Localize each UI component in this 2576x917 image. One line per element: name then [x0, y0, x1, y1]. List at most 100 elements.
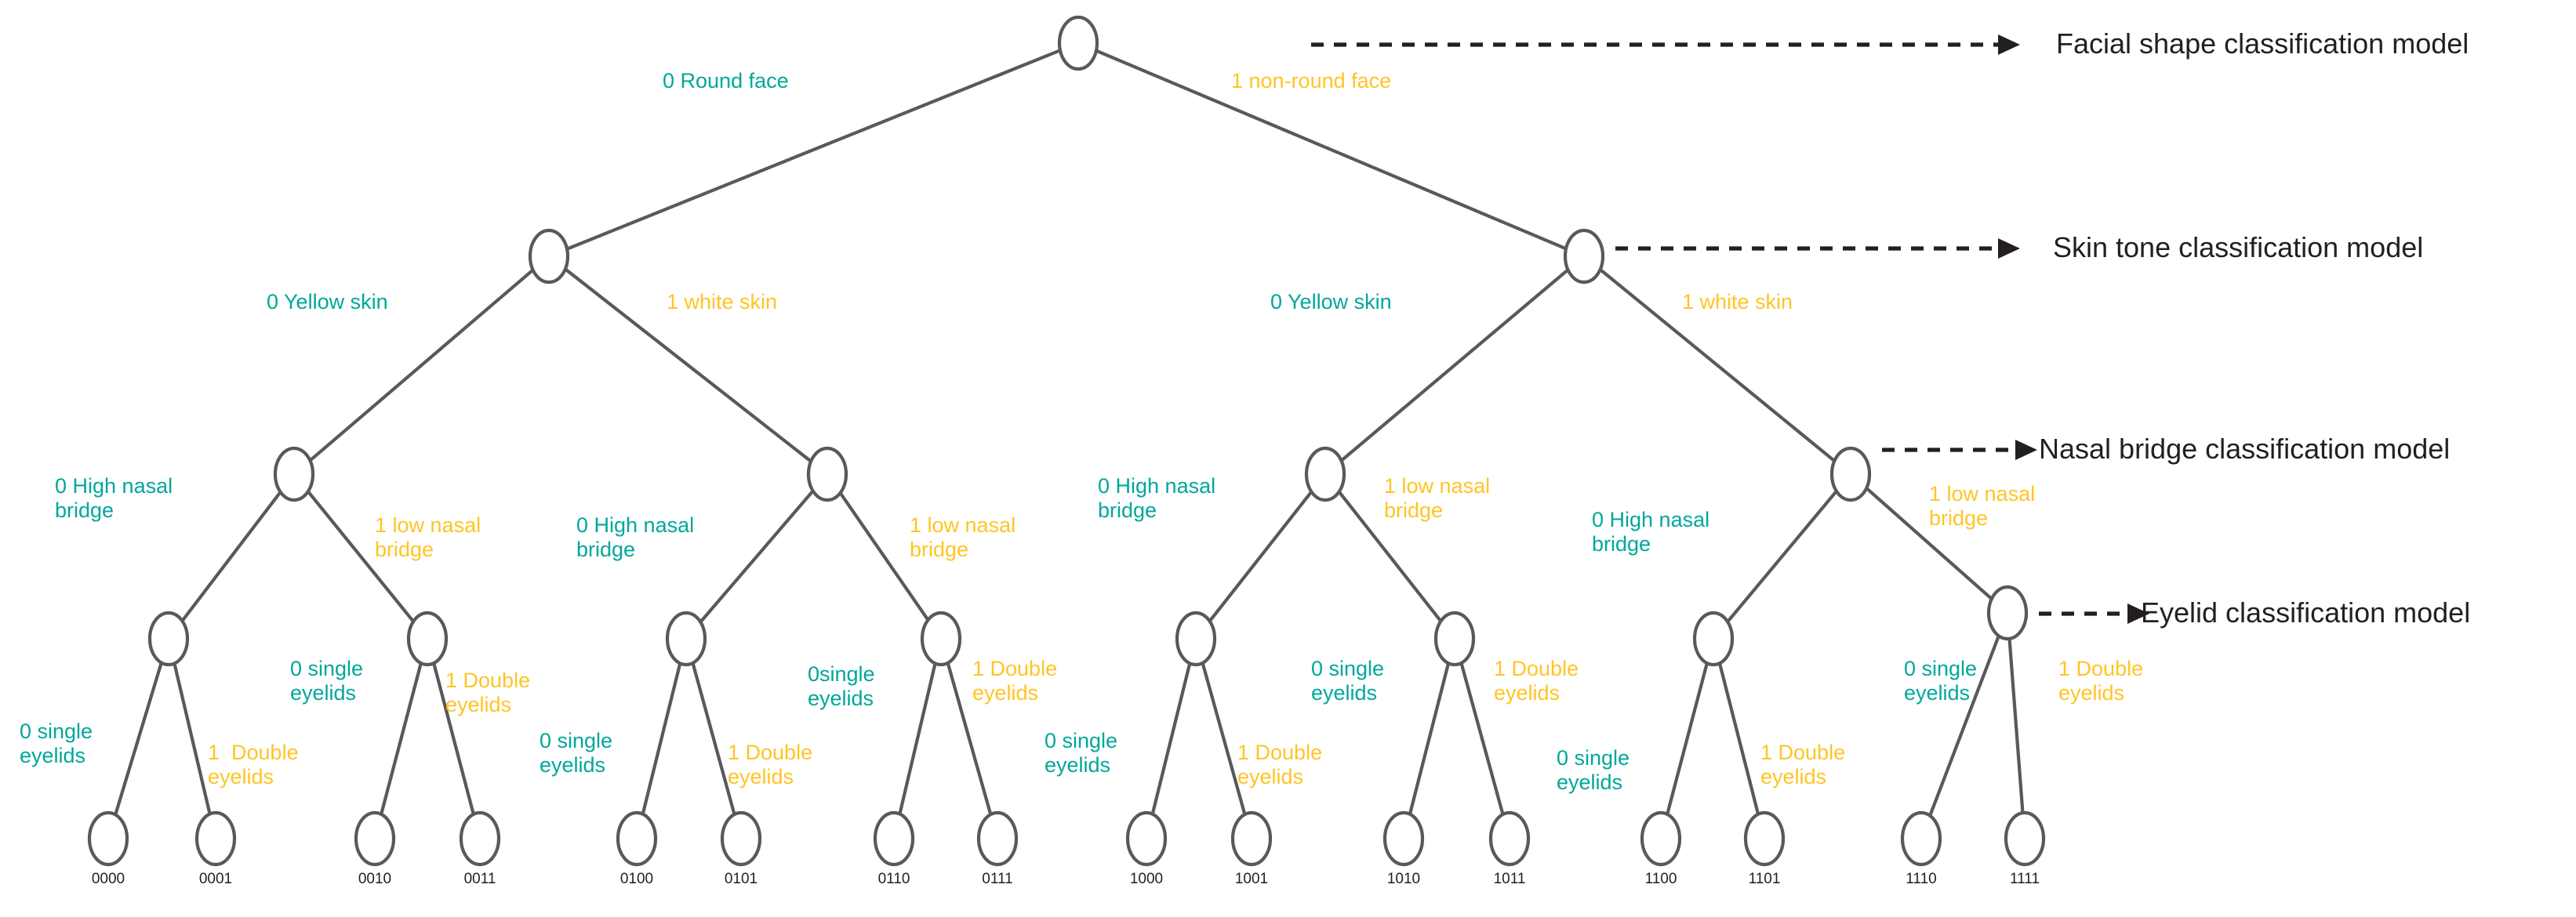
edge-label-line1: 1 Double — [972, 657, 1058, 680]
edge-label-line2: eyelids — [540, 753, 606, 777]
edge-label-line1: 0 High nasal — [1592, 508, 1710, 531]
edge-label-text: 0 Yellow skin — [1270, 290, 1392, 314]
edge-label-line1: 0 High nasal — [1098, 474, 1216, 498]
leaf-code-0110: 0110 — [877, 871, 910, 887]
edge-label-line2: eyelids — [445, 693, 512, 717]
edge-label-line1: 0 single — [1311, 657, 1385, 680]
node-leaf-0001 — [194, 810, 237, 867]
edge-level4-8 — [1150, 661, 1192, 816]
leaf-code-0001: 0001 — [198, 871, 233, 887]
edge-level4-4 — [641, 661, 682, 816]
node-leaf-0101 — [720, 810, 762, 867]
edge-label-line1: 1 Double — [445, 669, 531, 692]
edge-label-line1: 0 single — [290, 657, 364, 680]
edge-label-level2-3: 1 white skin — [1682, 290, 1793, 314]
edge-level4-12 — [1666, 661, 1709, 817]
node-level4-2 — [665, 611, 707, 667]
leaf-code-1000: 1000 — [1129, 871, 1164, 887]
edge-label-level2-2: 0 Yellow skin — [1270, 290, 1392, 314]
edge-label-level2-1: 1 white skin — [667, 290, 777, 314]
model-annotation-label-1: Facial shape classification model — [2056, 27, 2469, 60]
edge-label-line2: eyelids — [20, 744, 86, 768]
node-level4-4 — [1175, 611, 1217, 667]
edge-label-line1: 1 Double — [1237, 741, 1323, 764]
edge-label-line2: eyelids — [1760, 765, 1827, 789]
edge-label-line1: 0 single — [1045, 729, 1118, 752]
edge-level2-2 — [1339, 268, 1570, 462]
annotation-arrowhead-4 — [2127, 603, 2149, 624]
edge-label-line1: 1 low nasal — [910, 513, 1016, 537]
edge-label-text: 0 Round face — [663, 69, 789, 92]
edge-label-line2: bridge — [1384, 498, 1444, 523]
edge-level3-4 — [1208, 490, 1313, 623]
edge-level4-11 — [1459, 661, 1505, 817]
leaf-code-0101: 0101 — [724, 871, 758, 887]
edge-level4-5 — [691, 661, 736, 817]
edge-label-line2: bridge — [576, 538, 636, 562]
edge-label-line1: 0 High nasal — [576, 513, 695, 537]
edge-level4-15 — [2007, 636, 2025, 815]
node-level3-0 — [273, 446, 315, 502]
node-level4-0 — [147, 611, 190, 667]
edge-label-line1: 1 Double — [1494, 657, 1579, 680]
edge-label-line1: 1 low nasal — [375, 513, 481, 537]
edge-level3-1 — [306, 489, 416, 624]
node-level3-2 — [1304, 446, 1346, 502]
leaf-code-0111: 0111 — [982, 871, 1013, 887]
edge-label-line2: eyelids — [1904, 681, 1971, 705]
model-annotation-label-2: Skin tone classification model — [2053, 231, 2424, 263]
node-leaf-1011 — [1488, 810, 1531, 867]
edge-label-text: 1 white skin — [667, 290, 778, 314]
node-level2-0 — [528, 228, 570, 285]
edge-level4-6 — [898, 661, 937, 816]
edge-label-line2: eyelids — [728, 765, 794, 789]
edge-level2-0 — [308, 268, 535, 462]
edge-level4-14 — [1928, 634, 2000, 817]
edge-level4-13 — [1717, 661, 1760, 816]
model-annotation-label-3: Nasal bridge classification model — [2039, 433, 2451, 465]
node-leaf-1001 — [1230, 810, 1273, 867]
tree-nodes — [87, 15, 2046, 867]
edge-label-line1: 0 High nasal — [55, 474, 173, 498]
edge-label-text: 0 Yellow skin — [267, 290, 388, 314]
edge-label-line2: eyelids — [808, 687, 874, 711]
node-leaf-0110 — [873, 810, 915, 867]
edge-label-line1: 0 single — [540, 729, 613, 752]
edge-level3-5 — [1337, 490, 1443, 623]
edge-label-level2-0: 0 Yellow skin — [267, 290, 388, 314]
edge-label-line2: eyelids — [1237, 765, 1304, 789]
edge-level3-7 — [1865, 486, 1993, 601]
node-leaf-1100 — [1640, 810, 1682, 867]
edge-label-line1: 0 single — [1904, 657, 1978, 680]
edge-label-line2: eyelids — [208, 765, 274, 789]
edge-level2-1 — [563, 267, 813, 463]
annotation-arrowhead-1 — [1998, 34, 2020, 55]
leaf-code-0010: 0010 — [358, 871, 392, 887]
edge-label-level1-1: 1 non-round face — [1231, 69, 1391, 93]
edge-label-line2: bridge — [375, 538, 434, 562]
edge-label-line1: 1 Double — [208, 741, 299, 764]
edge-label-line2: bridge — [1592, 532, 1651, 556]
node-leaf-0011 — [459, 810, 501, 867]
edge-level3-2 — [699, 489, 815, 624]
node-root — [1057, 15, 1099, 71]
leaf-code-1001: 1001 — [1234, 871, 1269, 887]
node-level3-3 — [1829, 446, 1872, 502]
leaf-code-1010: 1010 — [1386, 871, 1421, 887]
edge-level4-9 — [1201, 661, 1247, 817]
annotation-arrowhead-2 — [1998, 238, 2020, 259]
